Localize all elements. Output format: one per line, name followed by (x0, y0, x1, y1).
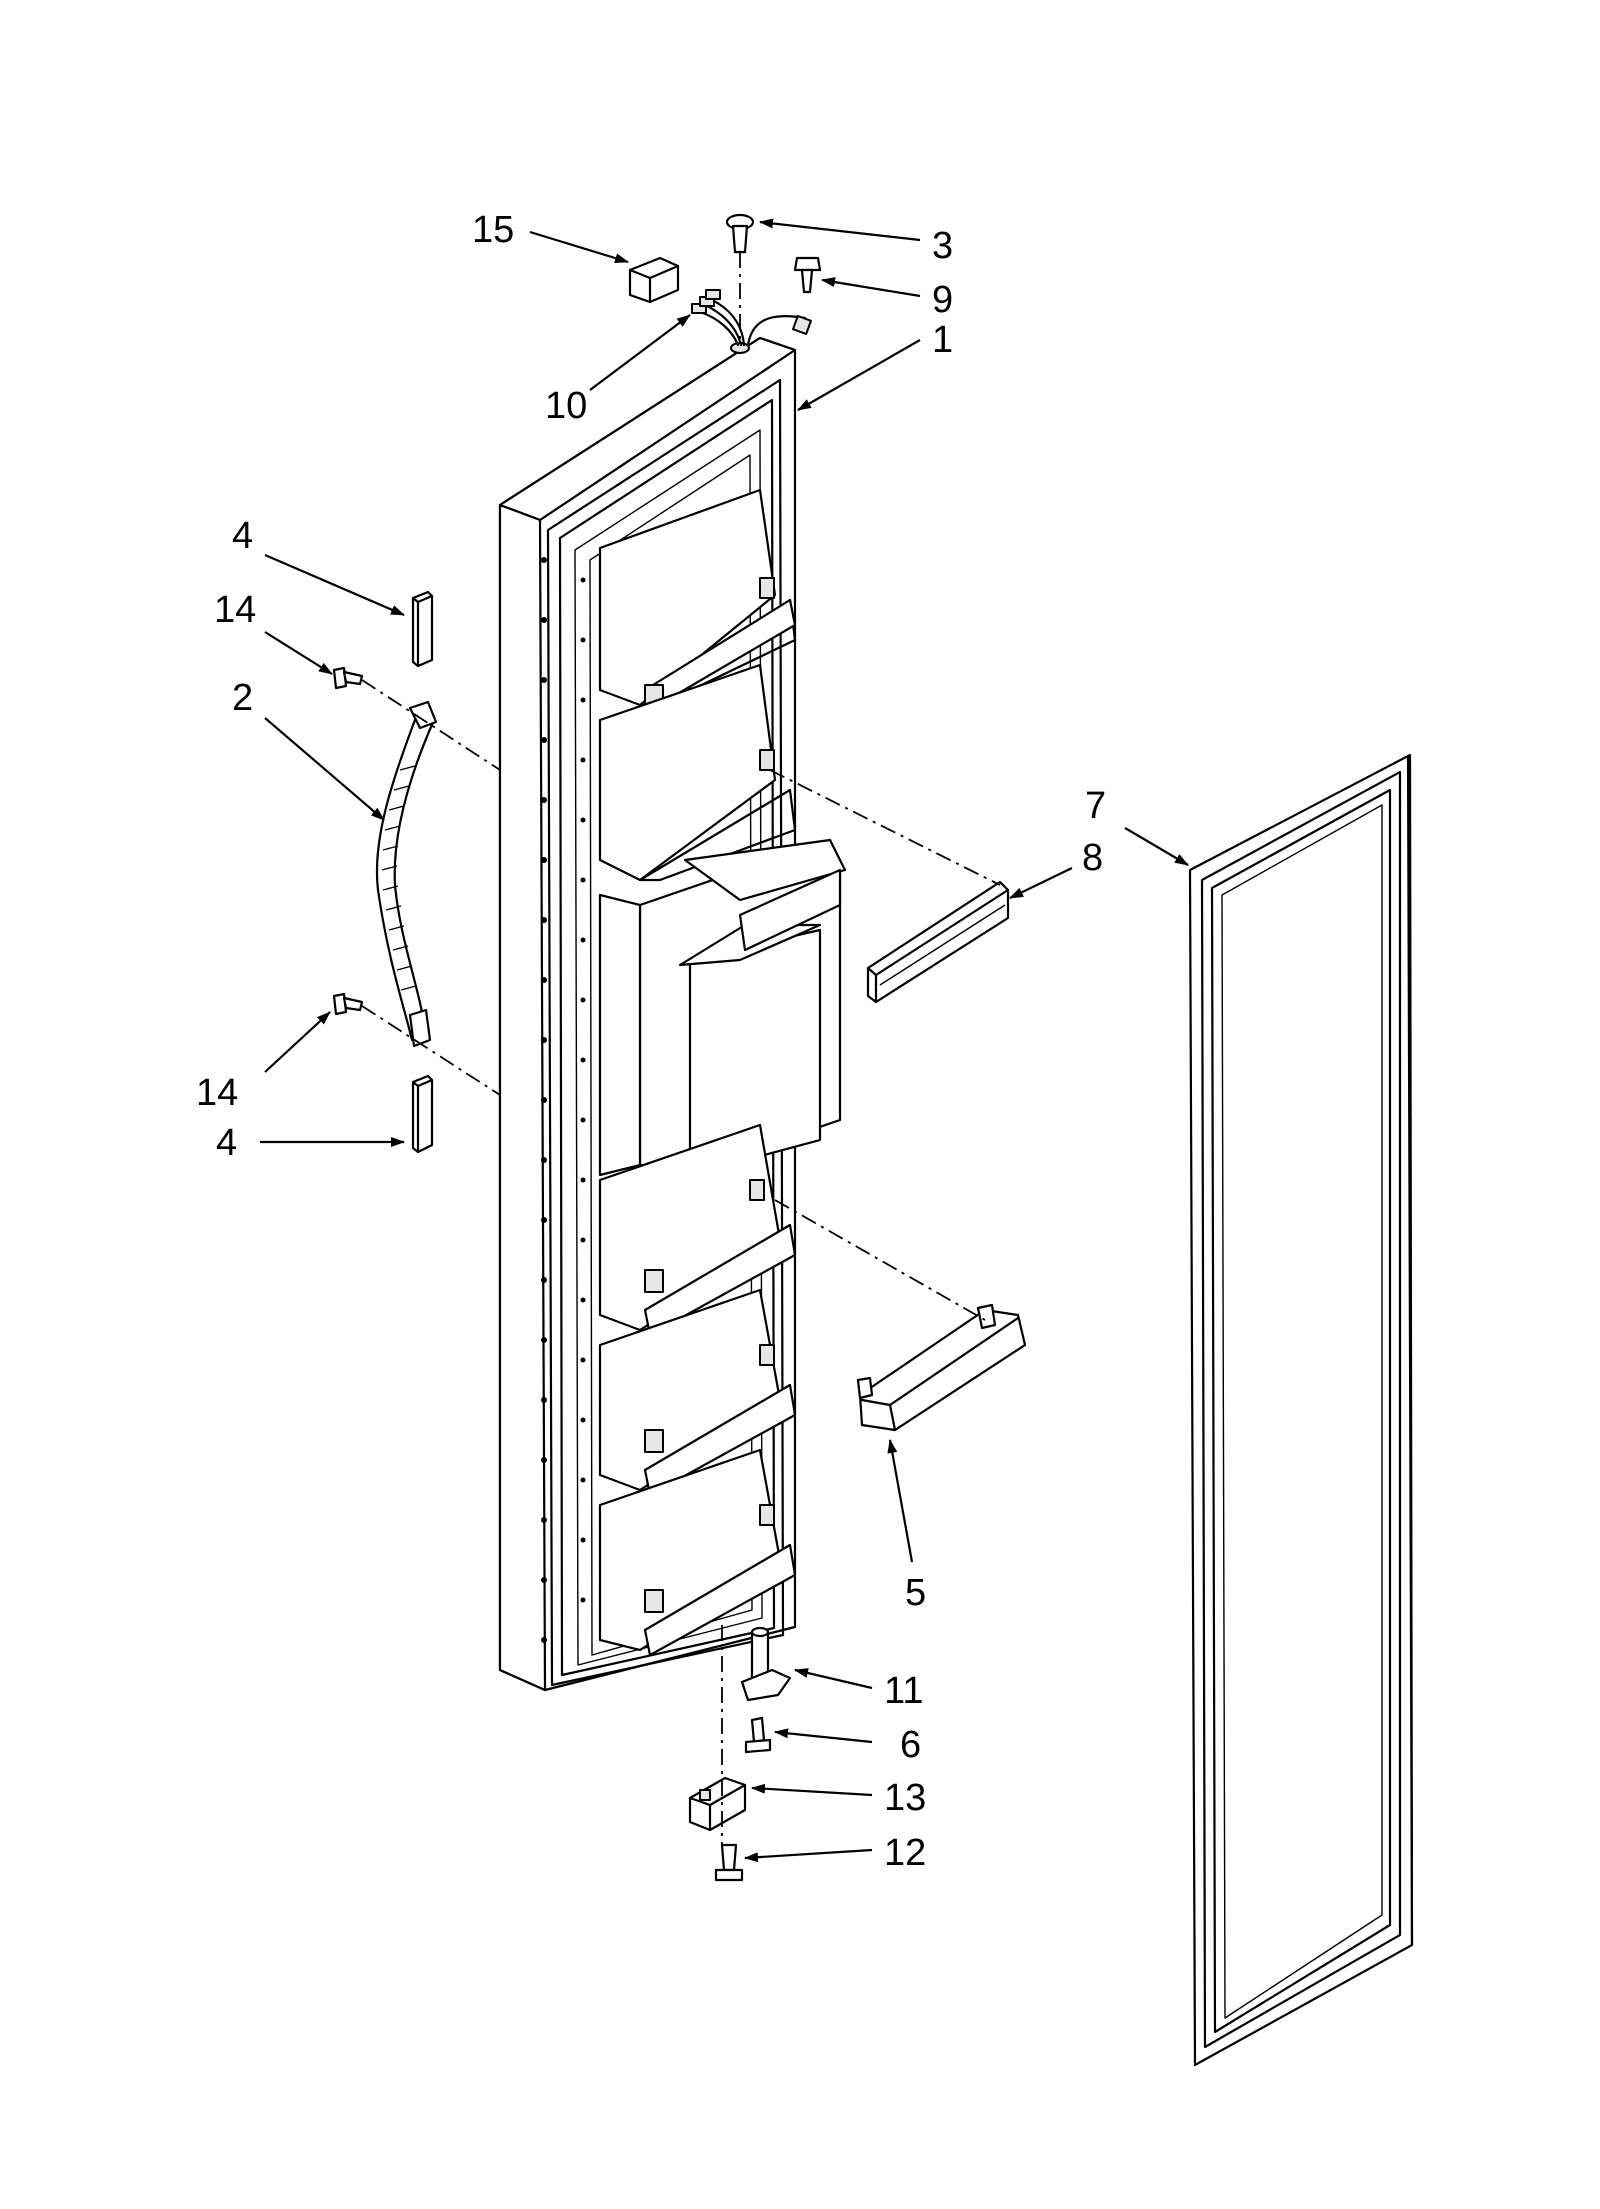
hinge-bracket-part-13 (688, 1776, 747, 1832)
callout-8: 8 (1082, 837, 1103, 879)
callout-2: 2 (232, 677, 253, 719)
bracket-screw-part-12 (714, 1843, 744, 1882)
door-bin-part-5 (856, 1303, 1027, 1432)
upper-door-bins (598, 488, 797, 882)
callout-labels: 15 3 9 1 10 4 14 2 7 8 14 4 5 11 6 13 12 (196, 209, 1106, 1874)
callout-11: 11 (884, 1670, 923, 1712)
callout-1: 1 (932, 319, 953, 361)
door-handle-part-2 (375, 700, 438, 1048)
wire-harness-part-10 (691, 289, 812, 347)
plug-part-3 (725, 213, 755, 254)
callout-14-lower: 14 (196, 1072, 238, 1114)
hinge-pin-part-11 (740, 1626, 792, 1702)
wire-connector-part-15 (628, 256, 680, 304)
trim-strip-part-8 (866, 880, 1010, 1004)
door-gasket-part-7 (1188, 753, 1414, 2067)
callout-15: 15 (472, 209, 514, 251)
callout-13: 13 (884, 1777, 926, 1819)
hinge-screw-part-6 (744, 1716, 772, 1754)
callout-3: 3 (932, 225, 953, 267)
door-assembly (498, 336, 847, 1692)
handle-end-cap-lower-part-4 (411, 1074, 434, 1154)
callout-14-upper: 14 (214, 589, 256, 631)
callout-12: 12 (884, 1832, 926, 1874)
callout-4-lower: 4 (216, 1122, 237, 1164)
callout-9: 9 (932, 279, 953, 321)
callout-4-upper: 4 (232, 515, 253, 557)
callout-5: 5 (905, 1572, 926, 1614)
lower-door-bins (598, 1123, 797, 1657)
leader-arrows (260, 218, 1189, 1863)
callout-6: 6 (900, 1724, 921, 1766)
handle-screw-lower-part-14 (332, 992, 364, 1016)
handle-screw-upper-part-14 (332, 666, 364, 690)
screw-part-9 (793, 256, 822, 294)
handle-end-cap-upper-part-4 (411, 590, 434, 668)
dispenser-housing (598, 838, 847, 1177)
door-gasket-dots (541, 557, 586, 1643)
callout-7: 7 (1085, 785, 1106, 827)
callout-10: 10 (545, 385, 587, 427)
